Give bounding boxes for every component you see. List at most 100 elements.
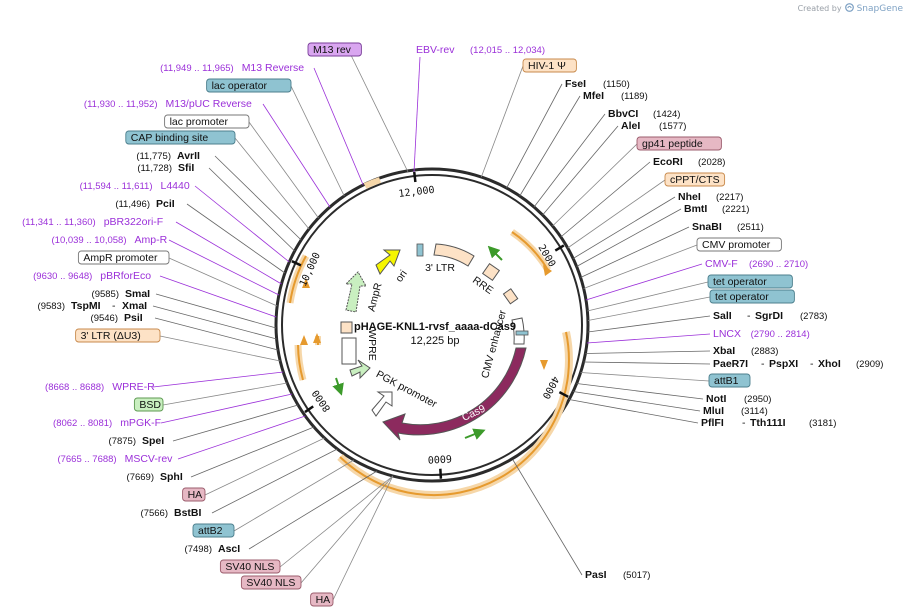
rre-box xyxy=(481,262,501,282)
primer-range: (11,341 .. 11,360) xyxy=(22,217,96,228)
leader-line xyxy=(568,399,699,424)
snapgene-credit: Created by SnapGene xyxy=(798,3,903,14)
orf-arc-left2-line xyxy=(297,344,304,381)
primer-lncx: LNCX xyxy=(713,328,741,340)
feature-cmv-promoter-box xyxy=(696,237,782,252)
feature-m13-rev: M13 rev xyxy=(313,44,352,56)
feature-bsd: BSD xyxy=(139,399,161,411)
feature-hiv-1-: HIV-1 Ψ xyxy=(528,60,566,72)
feature-ha-box xyxy=(310,592,334,607)
orf-arrowhead-3 xyxy=(300,335,308,345)
primer-pbr322ori-f: pBR322ori-F xyxy=(104,216,164,228)
enzyme-name: NotI xyxy=(706,393,726,405)
leader-line xyxy=(572,196,676,259)
primer-range: (2790 .. 2814) xyxy=(751,329,810,340)
enzyme-name: BmtI xyxy=(684,203,707,215)
feature-bsd-box xyxy=(133,397,164,412)
enzyme-separator: - xyxy=(761,358,765,370)
attB1-marker xyxy=(515,330,529,336)
leader-line xyxy=(587,315,711,333)
leader-line xyxy=(560,161,651,238)
feature-lac-operator-box xyxy=(206,78,292,93)
leader-line xyxy=(587,296,711,321)
leader-line xyxy=(585,350,711,354)
feature-ampr-promoter: AmpR promoter xyxy=(83,252,158,264)
enzyme-position: (2909) xyxy=(856,359,883,370)
backbone-tick xyxy=(439,468,443,479)
leader-line xyxy=(533,113,606,208)
primer-amp-r: Amp-R xyxy=(135,234,168,246)
inner-label-cas9: Cas9 xyxy=(460,403,487,424)
leader-line xyxy=(262,103,331,208)
plasmid-name: pHAGE-KNL1-rvsf_aaaa-dCas9 xyxy=(354,321,516,333)
enzyme-position: (2511) xyxy=(737,222,764,233)
leader-line xyxy=(351,55,409,173)
backbone-tick xyxy=(304,405,314,414)
feature-cppt-cts-box xyxy=(664,172,726,187)
enzyme-position: (2028) xyxy=(698,157,725,168)
enzyme-separator: - xyxy=(742,417,746,429)
enzyme-position: (2217) xyxy=(716,192,743,203)
feature-attb2-box xyxy=(192,523,235,538)
feature-sv40-nls-box xyxy=(240,575,302,590)
primer-range: (9630 .. 9648) xyxy=(33,271,92,282)
feature-attb1: attB1 xyxy=(714,375,739,387)
leader-line xyxy=(587,281,709,312)
enzyme-name: AscI xyxy=(218,543,240,555)
enzyme-position: (3181) xyxy=(809,418,836,429)
leader-line xyxy=(576,383,704,400)
leader-line xyxy=(248,470,378,550)
ltr-arc xyxy=(433,243,475,267)
feature-tet-operator-box xyxy=(709,289,795,304)
feature-gp41-peptide-box xyxy=(636,136,722,151)
enzyme-position: (2221) xyxy=(722,204,749,215)
backbone-tick-label: 8000 xyxy=(311,387,334,413)
enzyme-position: (1577) xyxy=(659,121,686,132)
feature-3-ltr-u3: 3' LTR (ΔU3) xyxy=(81,330,141,342)
primer-range: (11,949 .. 11,965) xyxy=(160,63,234,74)
enzyme-position: (7498) xyxy=(185,544,212,555)
cas9-arrow xyxy=(382,347,527,441)
leader-line xyxy=(580,372,710,382)
enzyme-name: SphI xyxy=(160,471,183,483)
leader-line xyxy=(159,335,281,362)
leader-line xyxy=(519,95,581,197)
inner-label-cmv-enhancer: CMV enhancer xyxy=(479,308,509,379)
leader-line xyxy=(152,305,277,340)
leader-line xyxy=(552,143,638,227)
feature-sv40-nls: SV40 NLS xyxy=(246,577,295,589)
enzyme-position: (11,728) xyxy=(137,163,172,174)
leader-line xyxy=(576,208,682,267)
enzyme-name: MfeI xyxy=(583,90,604,102)
leader-line xyxy=(154,317,279,351)
enzyme-position: (2950) xyxy=(744,394,771,405)
credit-brand: SnapGene xyxy=(856,3,903,14)
leader-line xyxy=(583,244,698,289)
enzyme-name: SalI xyxy=(713,310,732,322)
label-leader-lines xyxy=(152,55,711,601)
feature-attb2: attB2 xyxy=(198,525,223,537)
orf-arrowhead-1 xyxy=(543,265,552,276)
primer-mscv-rev: MSCV-rev xyxy=(125,453,174,465)
primer-m13-puc-reverse: M13/pUC Reverse xyxy=(166,98,253,110)
enzyme-separator: - xyxy=(810,358,814,370)
bsd-arrow xyxy=(349,359,371,380)
primer-cmv-f: CMV-F xyxy=(705,258,738,270)
enzyme-position: (11,775) xyxy=(136,151,171,162)
enzyme-name: Tth111I xyxy=(750,417,786,429)
orf-arrowhead-5 xyxy=(540,360,548,370)
leader-line xyxy=(214,155,302,241)
feature-lac-operator: lac operator xyxy=(212,80,268,92)
enzyme-name: PsiI xyxy=(124,312,143,324)
backbone-inner-ring xyxy=(281,174,583,476)
primer-l4440: L4440 xyxy=(161,180,190,192)
pgk-promoter-arrow xyxy=(371,391,393,417)
leader-line xyxy=(155,293,277,329)
feature-sv40-nls-box xyxy=(219,559,281,574)
primer-range: (11,594 .. 11,611) xyxy=(80,181,153,192)
enzyme-name: SgrDI xyxy=(755,310,783,322)
leader-line xyxy=(586,333,711,344)
leader-line xyxy=(506,83,563,189)
enzyme-position: (1189) xyxy=(621,91,648,102)
leader-line xyxy=(234,137,310,230)
